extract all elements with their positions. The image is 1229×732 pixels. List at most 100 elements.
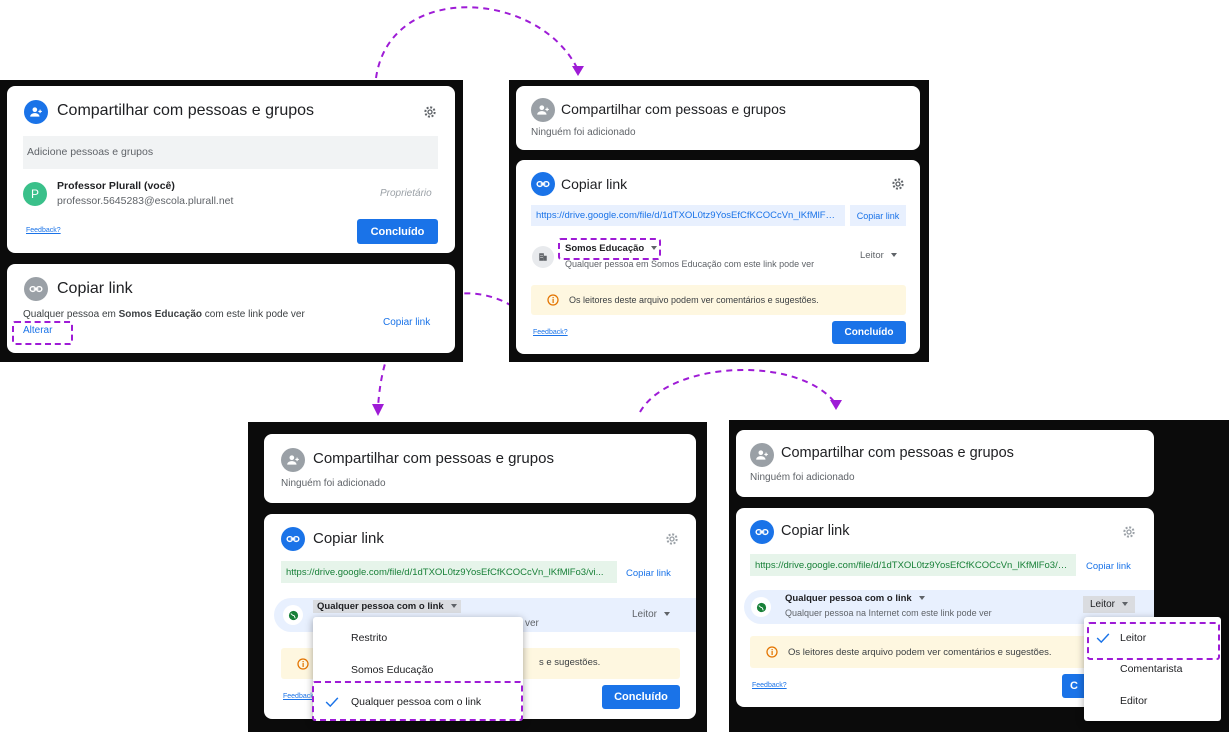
role-dropdown[interactable]: Leitor — [860, 250, 897, 261]
warning-text-partial: s e sugestões. — [539, 657, 601, 668]
done-button[interactable]: Concluído — [357, 219, 438, 244]
copy-link-title: Copiar link — [561, 176, 628, 192]
access-dropdown[interactable]: Qualquer pessoa com o link — [785, 593, 925, 604]
building-icon — [532, 246, 554, 268]
panel-step-1: Compartilhar com pessoas e grupos Adicio… — [0, 80, 463, 362]
done-button[interactable]: Concluído — [602, 685, 680, 709]
access-desc-partial: ver — [525, 618, 539, 629]
link-access-desc: Qualquer pessoa em Somos Educação com es… — [23, 309, 305, 320]
copy-link-title: Copiar link — [57, 280, 133, 297]
highlight-access-dropdown — [558, 238, 661, 260]
add-person-icon — [750, 443, 774, 467]
link-url-text: https://drive.google.com/file/d/1dTXOL0t… — [536, 210, 840, 221]
role-menu: Leitor Comentarista Editor — [1084, 617, 1221, 721]
access-dropdown[interactable]: Qualquer pessoa com o link — [313, 600, 461, 613]
menu-item-anyone[interactable]: Qualquer pessoa com o link — [351, 696, 482, 708]
gear-icon[interactable] — [890, 176, 906, 192]
feedback-link[interactable]: Feedback? — [26, 227, 61, 234]
share-title: Compartilhar com pessoas e grupos — [561, 101, 786, 117]
copy-link-card: Copiar link https://drive.google.com/fil… — [516, 160, 920, 354]
panel-step-4: Compartilhar com pessoas e grupos Ningué… — [729, 420, 1229, 732]
warning-banner: Os leitores deste arquivo podem ver come… — [750, 636, 1095, 668]
menu-item-editor[interactable]: Editor — [1120, 695, 1148, 707]
access-dropdown-label: Qualquer pessoa com o link — [317, 601, 444, 612]
warning-banner: Os leitores deste arquivo podem ver come… — [531, 285, 906, 315]
desc-org: Somos Educação — [118, 309, 202, 320]
chevron-down-icon — [664, 612, 671, 617]
no-one-added: Ninguém foi adicionado — [531, 127, 636, 138]
warning-text: Os leitores deste arquivo podem ver come… — [569, 295, 819, 305]
check-icon — [325, 697, 339, 708]
owner-email: professor.5645283@escola.plurall.net — [57, 195, 234, 207]
role-dropdown[interactable]: Leitor — [632, 609, 671, 620]
role-label: Leitor — [632, 609, 658, 620]
share-title: Compartilhar com pessoas e grupos — [781, 445, 1014, 461]
link-url-text: https://drive.google.com/file/d/1dTXOL0t… — [755, 559, 1071, 571]
owner-name: Professor Plurall (você) — [57, 180, 175, 192]
desc-prefix: Qualquer pessoa em — [23, 309, 119, 320]
desc-suffix: com este link pode ver — [201, 309, 305, 320]
panel-step-2: Compartilhar com pessoas e grupos Ningué… — [509, 80, 929, 362]
access-desc: Qualquer pessoa em Somos Educação com es… — [565, 259, 815, 269]
gear-icon[interactable] — [422, 104, 438, 120]
share-title: Compartilhar com pessoas e grupos — [313, 450, 554, 467]
owner-role: Proprietário — [380, 188, 432, 199]
copy-link-button[interactable]: Copiar link — [383, 317, 431, 328]
gear-icon[interactable] — [1121, 524, 1137, 540]
add-person-icon — [24, 100, 48, 124]
chevron-down-icon — [450, 604, 457, 609]
menu-item-commenter[interactable]: Comentarista — [1120, 663, 1183, 675]
access-dropdown-label: Somos Educação — [565, 243, 645, 254]
avatar: P — [23, 182, 47, 206]
access-desc: Qualquer pessoa na Internet com este lin… — [785, 608, 992, 618]
chevron-down-icon — [1122, 602, 1129, 607]
done-button[interactable]: Concluído — [832, 321, 906, 344]
copy-link-card: Copiar link Qualquer pessoa em Somos Edu… — [7, 264, 455, 353]
add-people-placeholder: Adicione pessoas e grupos — [27, 146, 154, 158]
link-url[interactable]: https://drive.google.com/file/d/1dTXOL0t… — [750, 554, 1076, 576]
feedback-link[interactable]: Feedback — [283, 693, 314, 700]
access-dropdown[interactable]: Somos Educação — [565, 243, 658, 254]
chevron-down-icon — [890, 253, 897, 258]
no-one-added: Ninguém foi adicionado — [750, 472, 855, 483]
copy-link-title: Copiar link — [313, 530, 384, 547]
check-icon — [1096, 633, 1110, 644]
link-icon — [750, 520, 774, 544]
role-dropdown[interactable]: Leitor — [1083, 596, 1136, 613]
link-url[interactable]: https://drive.google.com/file/d/1dTXOL0t… — [281, 561, 617, 583]
share-card: Compartilhar com pessoas e grupos Ningué… — [736, 430, 1154, 497]
link-url[interactable]: https://drive.google.com/file/d/1dTXOL0t… — [531, 205, 845, 226]
copy-link-button[interactable]: Copiar link — [850, 205, 906, 226]
share-card: Compartilhar com pessoas e grupos Ningué… — [264, 434, 696, 503]
feedback-link[interactable]: Feedback? — [752, 682, 787, 689]
copy-link-card: Copiar link https://drive.google.com/fil… — [736, 508, 1154, 707]
link-url-text: https://drive.google.com/file/d/1dTXOL0t… — [286, 566, 604, 578]
menu-item-org[interactable]: Somos Educação — [351, 664, 434, 676]
link-icon — [281, 527, 305, 551]
copy-link-button[interactable]: Copiar link — [1086, 561, 1131, 572]
highlight-viewer-option — [1087, 622, 1220, 660]
share-card: Compartilhar com pessoas e grupos Adicio… — [7, 86, 455, 253]
highlight-anyone-option — [312, 681, 523, 721]
add-person-icon — [281, 448, 305, 472]
link-icon — [531, 172, 555, 196]
panel-step-3: Compartilhar com pessoas e grupos Ningué… — [248, 422, 707, 732]
copy-link-title: Copiar link — [781, 523, 850, 539]
share-title: Compartilhar com pessoas e grupos — [57, 102, 315, 119]
change-link[interactable]: Alterar — [23, 325, 53, 336]
access-menu: Restrito Somos Educação Qualquer pessoa … — [313, 617, 523, 721]
info-icon — [297, 657, 309, 670]
copy-link-button[interactable]: Copiar link — [626, 568, 671, 579]
chevron-down-icon — [918, 596, 925, 601]
access-dropdown-label: Qualquer pessoa com o link — [785, 593, 912, 604]
warning-text: Os leitores deste arquivo podem ver come… — [788, 646, 1052, 658]
menu-item-restricted[interactable]: Restrito — [351, 632, 388, 644]
copy-link-label: Copiar link — [856, 210, 900, 221]
gear-icon[interactable] — [664, 531, 680, 547]
no-one-added: Ninguém foi adicionado — [281, 478, 386, 489]
link-icon — [24, 277, 48, 301]
add-people-input[interactable]: Adicione pessoas e grupos — [23, 136, 438, 169]
feedback-link[interactable]: Feedback? — [533, 329, 568, 336]
menu-item-viewer[interactable]: Leitor — [1120, 632, 1147, 644]
